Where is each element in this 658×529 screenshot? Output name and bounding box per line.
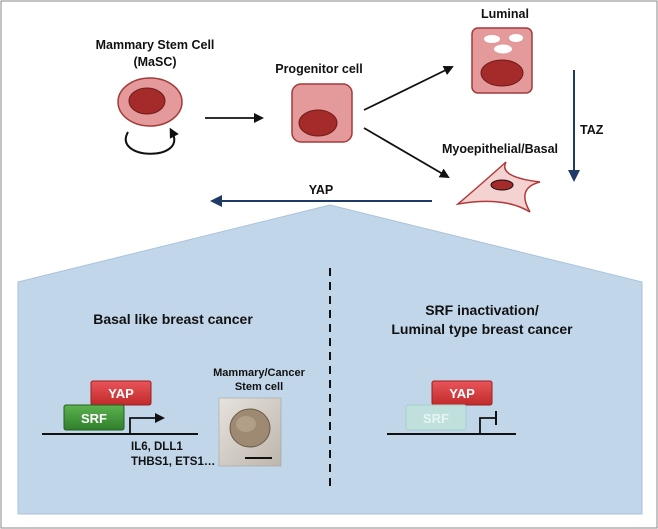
myo-nucleus xyxy=(490,179,514,191)
srf-box-inactive-label: SRF xyxy=(423,411,449,426)
luminal-granule xyxy=(494,44,512,54)
taz-label: TAZ xyxy=(580,123,604,137)
self-renewal-arrow-icon xyxy=(124,127,179,155)
progenitor-to-myo-arrow xyxy=(363,127,450,179)
progenitor-label: Progenitor cell xyxy=(275,62,363,76)
masc-nucleus xyxy=(128,87,166,115)
masc-label-line2: (MaSC) xyxy=(133,55,176,69)
luminal-granule xyxy=(484,35,500,43)
right-panel-title-line1: SRF inactivation/ xyxy=(425,302,539,318)
yap-arrow-label: YAP xyxy=(309,183,334,197)
stem-label-line1: Mammary/Cancer xyxy=(213,367,305,379)
srf-box-label: SRF xyxy=(81,411,107,426)
srf-box-inactive xyxy=(405,404,467,431)
promoter-active-arrow-icon xyxy=(129,413,165,434)
promoter-blocked-icon xyxy=(479,417,496,434)
target-genes-line1: IL6, DLL1 xyxy=(131,441,183,453)
luminal-label: Luminal xyxy=(481,7,529,21)
stem-label-line2: Stem cell xyxy=(235,381,283,393)
target-genes-line2: THBS1, ETS1… xyxy=(131,456,215,468)
progenitor-nucleus xyxy=(298,109,338,137)
srf-box xyxy=(63,404,125,431)
right-panel-title-line2: Luminal type breast cancer xyxy=(391,321,573,337)
yap-box-right-label: YAP xyxy=(449,386,475,401)
progenitor-to-luminal-arrow xyxy=(363,66,454,111)
masc-label-line1: Mammary Stem Cell xyxy=(96,38,215,52)
myo-label: Myoepithelial/Basal xyxy=(442,142,558,156)
luminal-nucleus xyxy=(480,59,524,87)
left-panel-title: Basal like breast cancer xyxy=(93,311,253,327)
luminal-granule xyxy=(509,34,523,42)
stem-cell-highlight xyxy=(236,416,256,432)
yap-box-label: YAP xyxy=(108,386,134,401)
